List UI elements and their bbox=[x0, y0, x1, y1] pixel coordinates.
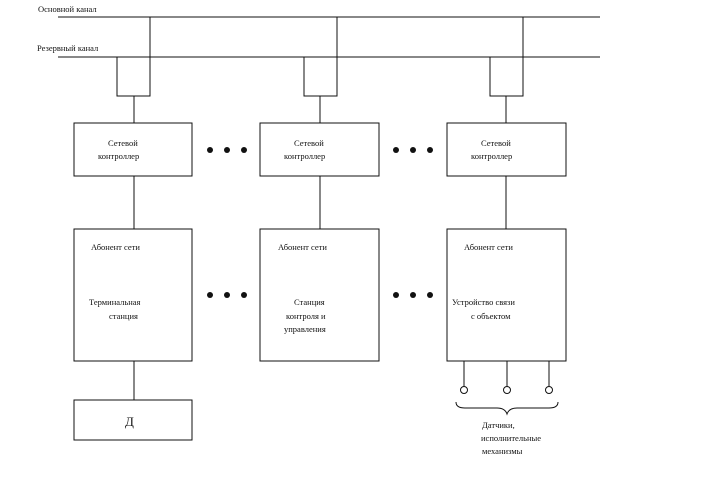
subscriber-role-line2: контроля и bbox=[286, 311, 326, 321]
sensor-lead bbox=[460, 361, 468, 394]
subscriber-box bbox=[73, 228, 193, 362]
bus-adapter bbox=[489, 17, 524, 123]
bus-adapter bbox=[116, 17, 151, 123]
network-controller-box bbox=[259, 122, 380, 177]
display-label: Д bbox=[125, 414, 134, 429]
display-box bbox=[73, 399, 193, 441]
sensors-caption-line2: исполнительные bbox=[481, 433, 541, 443]
network-controller-box bbox=[73, 122, 193, 177]
subscriber-title: Абонент сети bbox=[278, 242, 327, 252]
subscriber-role-line1: Станция bbox=[294, 297, 325, 307]
subscriber-role-line1: Терминальная bbox=[89, 297, 141, 307]
controller-label-line2: контроллер bbox=[284, 151, 325, 161]
controller-label-line1: Сетевой bbox=[108, 138, 138, 148]
subscriber-box bbox=[259, 228, 380, 362]
bus-adapter bbox=[303, 17, 338, 123]
subscriber-title: Абонент сети bbox=[464, 242, 513, 252]
subscriber-role-line3: управления bbox=[284, 324, 326, 334]
network-controller-box bbox=[446, 122, 567, 177]
subscriber-title: Абонент сети bbox=[91, 242, 140, 252]
sensor-lead bbox=[503, 361, 511, 394]
sensor-lead bbox=[545, 361, 553, 394]
sensors-brace bbox=[455, 401, 559, 416]
subscriber-role-line2: с объектом bbox=[471, 311, 511, 321]
reserve-channel-label: Резервный канал bbox=[37, 43, 99, 53]
subscriber-role-line2: станция bbox=[109, 311, 138, 321]
controller-label-line2: контроллер bbox=[98, 151, 139, 161]
ellipsis-dots bbox=[207, 147, 433, 298]
controller-label-line1: Сетевой bbox=[294, 138, 324, 148]
subscriber-role-line1: Устройство связи bbox=[452, 297, 515, 307]
main-channel-label: Основной канал bbox=[38, 4, 97, 14]
controller-label-line1: Сетевой bbox=[481, 138, 511, 148]
controller-label-line2: контроллер bbox=[471, 151, 512, 161]
sensors-caption-line3: механизмы bbox=[482, 446, 523, 456]
sensors-caption-line1: Датчики, bbox=[482, 420, 515, 430]
